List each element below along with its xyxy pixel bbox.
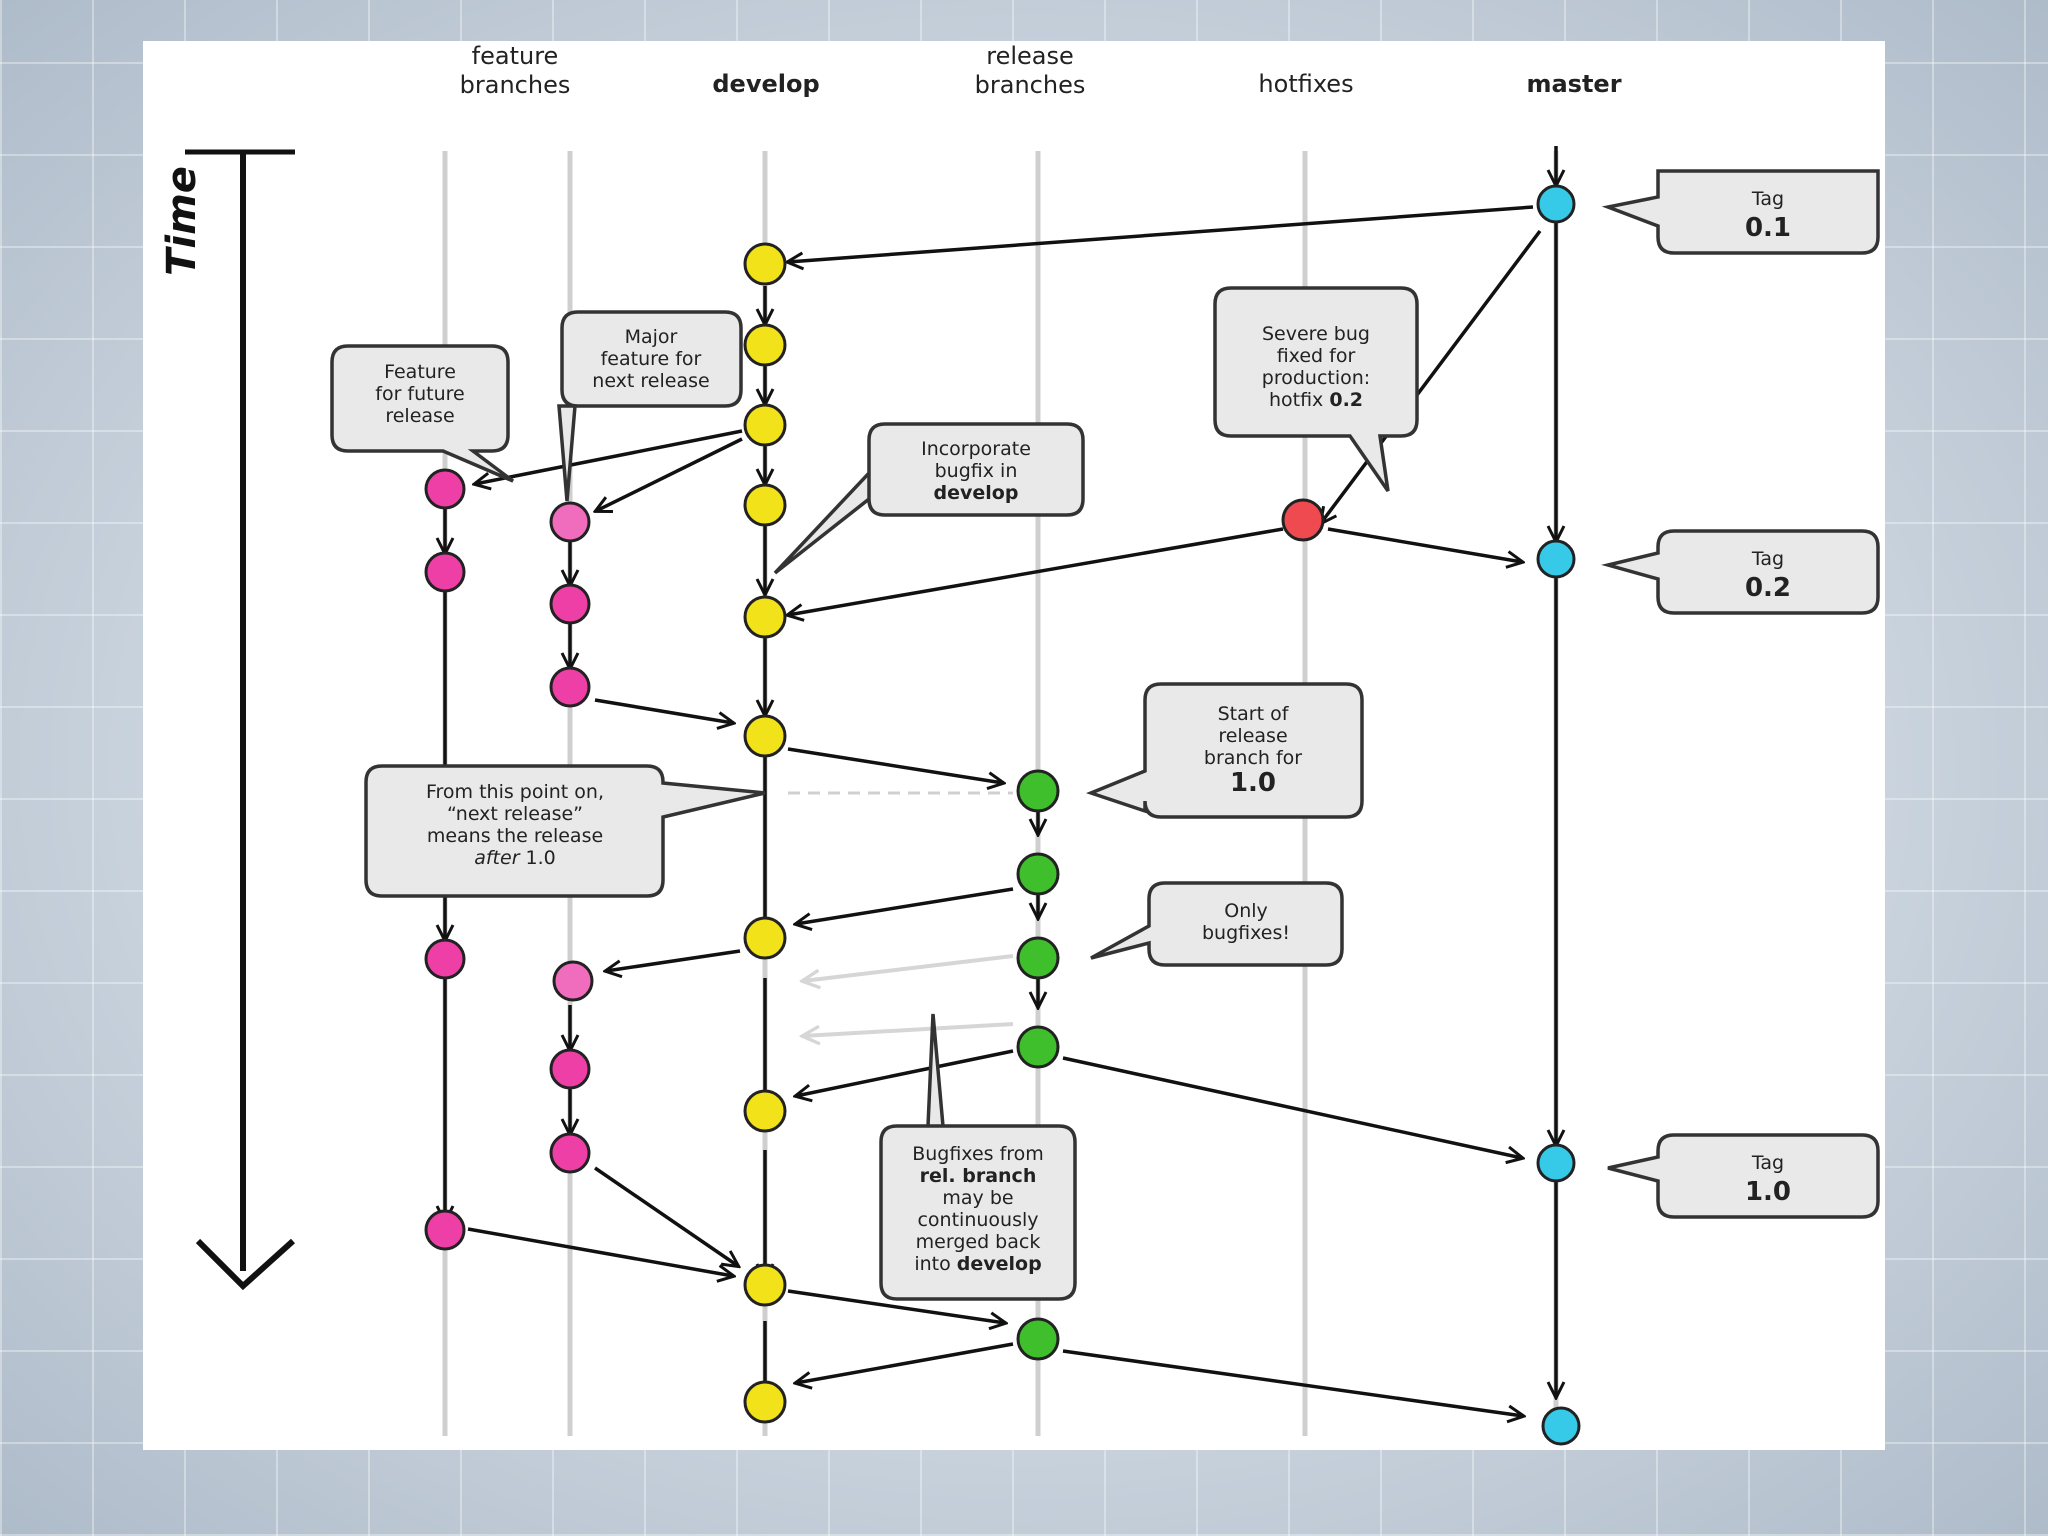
tag-0-1-value: 0.1 (1745, 213, 1791, 243)
lane-title-hotfixes: hotfixes (1258, 70, 1353, 98)
develop-commit (743, 1263, 787, 1307)
master-commit-final (1541, 1406, 1581, 1446)
feature-b-commit (549, 501, 591, 543)
bugfixes-from-line-6: into develop (914, 1253, 1041, 1275)
callout-incorporate-bugfix: Incorporate bugfix in develop (773, 422, 1085, 575)
major-feature-line-1: Major (625, 326, 678, 348)
major-feature-line-3: next release (592, 370, 709, 392)
develop-commit (743, 323, 787, 367)
callout-only-bugfixes: Only bugfixes! (1090, 881, 1344, 967)
callout-tag-0-2: Tag 0.2 (1601, 529, 1880, 615)
release-commits (1016, 769, 1060, 1361)
from-this-point-line-1: From this point on, (426, 781, 604, 803)
time-axis-arrowhead (195, 1238, 296, 1291)
start-release-line-1: Start of (1218, 703, 1290, 725)
master-commit-0-1 (1536, 184, 1576, 224)
gitflow-diagram: feature branches develop release branche… (143, 41, 1885, 1450)
time-axis-label: Time (159, 166, 205, 276)
branch-flows (445, 146, 1556, 1398)
callout-major-feature: Major feature for next release (557, 310, 743, 502)
start-release-line-4: 1.0 (1230, 768, 1276, 798)
callout-severe-bug: Severe bug fixed for production: hotfix … (1213, 286, 1419, 492)
bugfixes-from-line-2: rel. branch (920, 1165, 1037, 1187)
callout-from-this-point: From this point on, “next release” means… (364, 764, 766, 898)
start-release-line-3: branch for (1204, 747, 1302, 769)
release-commit (1016, 852, 1060, 896)
feature-b-commit (549, 1048, 591, 1090)
lane-title-master: master (1526, 70, 1621, 98)
feature-commits (424, 468, 594, 1251)
tag-0-2-label: Tag (1751, 548, 1784, 570)
lane-title-release-1: release (986, 42, 1074, 70)
develop-commit (743, 242, 787, 286)
master-commit-1-0 (1536, 1143, 1576, 1183)
tag-1-0-value: 1.0 (1745, 1177, 1791, 1207)
tag-1-0-label: Tag (1751, 1152, 1784, 1174)
develop-commit (743, 403, 787, 447)
callout-bugfixes-from-release: Bugfixes from rel. branch may be continu… (879, 1013, 1077, 1301)
severe-bug-line-3: production: (1262, 367, 1370, 389)
hotfix-commit-0-2 (1281, 498, 1325, 542)
feature-a-commit (424, 551, 466, 593)
tag-0-1-label: Tag (1751, 188, 1784, 210)
bugfixes-from-line-3: may be (942, 1187, 1013, 1209)
bugfixes-from-line-1: Bugfixes from (912, 1143, 1044, 1165)
release-commit (1016, 1317, 1060, 1361)
incorporate-line-3: develop (934, 482, 1019, 504)
feature-a-commit (424, 1209, 466, 1251)
lane-title-feature-1: feature (472, 42, 559, 70)
develop-commit (743, 483, 787, 527)
develop-commit (743, 916, 787, 960)
bugfixes-from-line-5: merged back (916, 1231, 1041, 1253)
develop-commits (743, 242, 787, 1424)
release-commit (1016, 769, 1060, 813)
release-commit (1016, 1025, 1060, 1069)
incorporate-line-2: bugfix in (935, 460, 1018, 482)
master-commit-0-2 (1536, 539, 1576, 579)
lane-titles: feature branches develop release branche… (460, 42, 1622, 99)
from-this-point-line-2: “next release” (447, 803, 583, 825)
severe-bug-line-4: hotfix 0.2 (1269, 389, 1363, 411)
develop-commit (743, 1089, 787, 1133)
feature-b-commit (552, 960, 594, 1002)
master-commits (1536, 184, 1581, 1446)
major-feature-line-2: feature for (601, 348, 702, 370)
lane-title-develop: develop (712, 70, 819, 98)
from-this-point-line-4: after 1.0 (474, 847, 556, 869)
feature-b-commit (549, 666, 591, 708)
start-release-line-2: release (1218, 725, 1287, 747)
future-feature-line-2: for future (375, 383, 464, 405)
future-feature-line-1: Feature (384, 361, 456, 383)
tag-0-2-value: 0.2 (1745, 573, 1791, 603)
only-bugfixes-line-2: bugfixes! (1202, 922, 1290, 944)
severe-bug-line-2: fixed for (1277, 345, 1356, 367)
callout-start-release: Start of release branch for 1.0 (1085, 682, 1364, 819)
feature-b-commit (549, 583, 591, 625)
lane-title-feature-2: branches (460, 71, 571, 99)
only-bugfixes-line-1: Only (1224, 900, 1268, 922)
severe-bug-line-1: Severe bug (1262, 323, 1370, 345)
release-commit (1016, 936, 1060, 980)
from-this-point-line-3: means the release (427, 825, 603, 847)
feature-a-commit (424, 468, 466, 510)
feature-b-commit (549, 1132, 591, 1174)
callout-future-feature: Feature for future release (330, 344, 515, 483)
future-feature-line-3: release (385, 405, 454, 427)
diagram-canvas: feature branches develop release branche… (159, 42, 1880, 1446)
time-axis: Time (159, 149, 296, 1291)
callout-tag-1-0: Tag 1.0 (1607, 1133, 1880, 1219)
develop-commit (743, 595, 787, 639)
develop-commit (743, 1380, 787, 1424)
feature-a-commit (424, 938, 466, 980)
callout-tag-0-1: Tag 0.1 (1601, 169, 1880, 255)
incorporate-line-1: Incorporate (921, 438, 1031, 460)
develop-commit (743, 714, 787, 758)
bugfixes-from-line-4: continuously (917, 1209, 1038, 1231)
merge-arrows (467, 205, 1542, 1416)
hotfix-commits (1281, 498, 1325, 542)
lane-title-release-2: branches (975, 71, 1086, 99)
